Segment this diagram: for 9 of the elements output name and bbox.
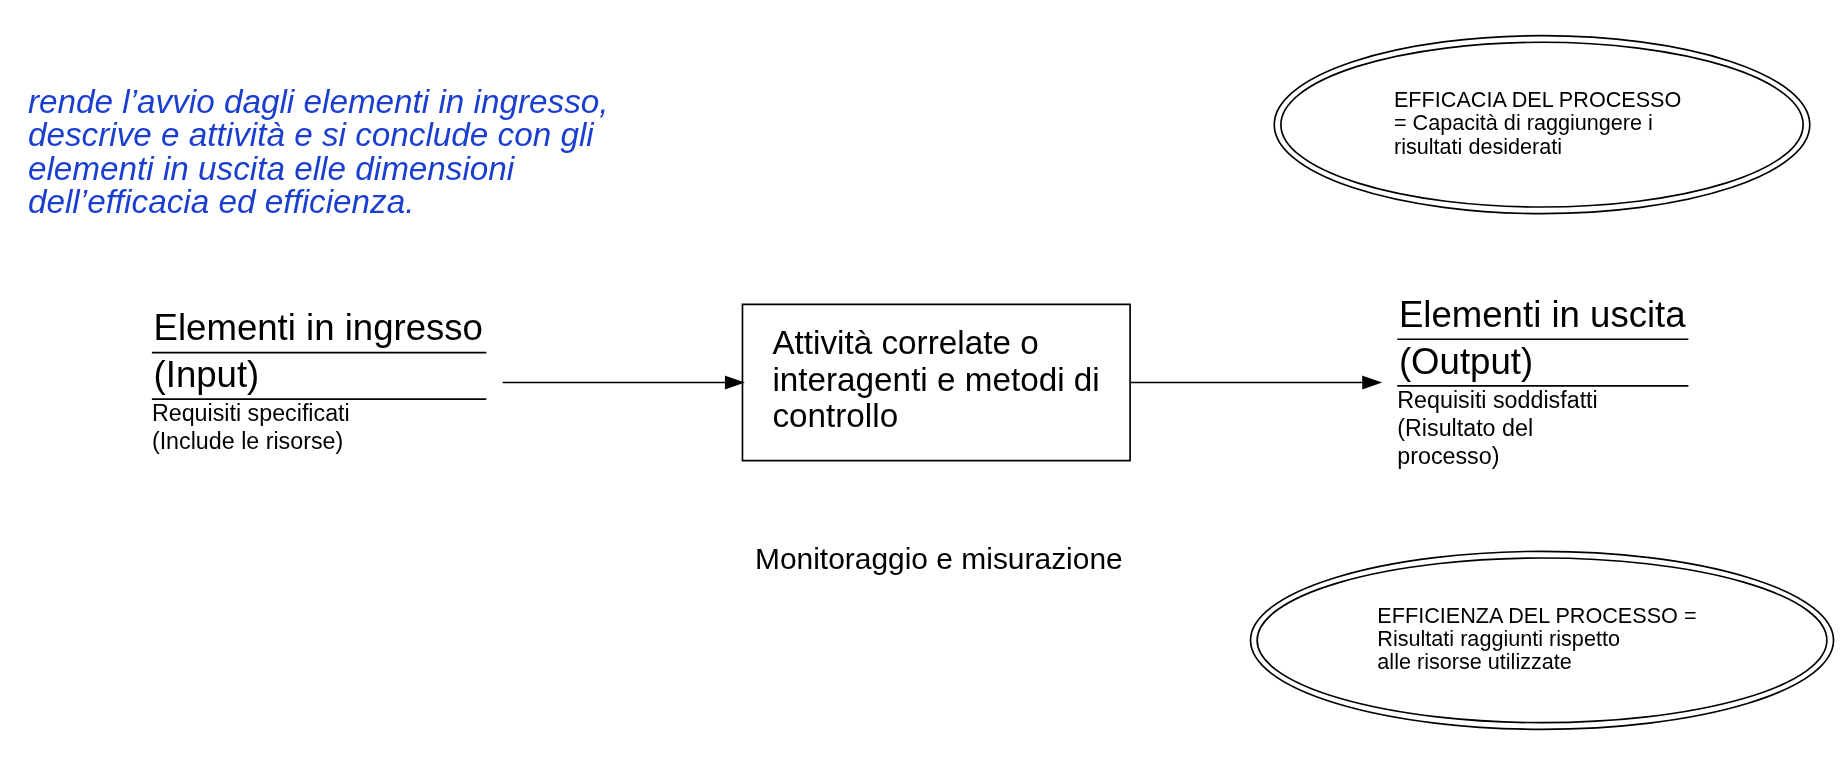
- node-text: Elementi in ingresso (Input) Requisiti specificati (Include le risorse): [151, 306, 483, 454]
- label: rende l’avvio dagli elementi in ingresso, descrive e attività e si conclude con gli elementi in uscita elle dimensioni dell’efficacia ed efficienza.: [27, 82, 609, 220]
- node-text: Elementi in uscita (Output) Requisiti soddisfatti (Risultato del processo): [1397, 293, 1686, 469]
- arrow: [501, 375, 745, 389]
- label: Monitoraggio e misurazione: [754, 541, 1123, 575]
- node-ellipse: EFFICACIA DEL PROCESSO = Capacità di raggiungere i risultati desiderati: [1273, 34, 1811, 214]
- node-box: Attività correlate o interagenti e metodi di controllo: [741, 302, 1131, 461]
- arrow: [1129, 375, 1383, 389]
- node-ellipse: EFFICIENZA DEL PROCESSO = Risultati raggiunti rispetto alle risorse utilizzate: [1249, 550, 1835, 730]
